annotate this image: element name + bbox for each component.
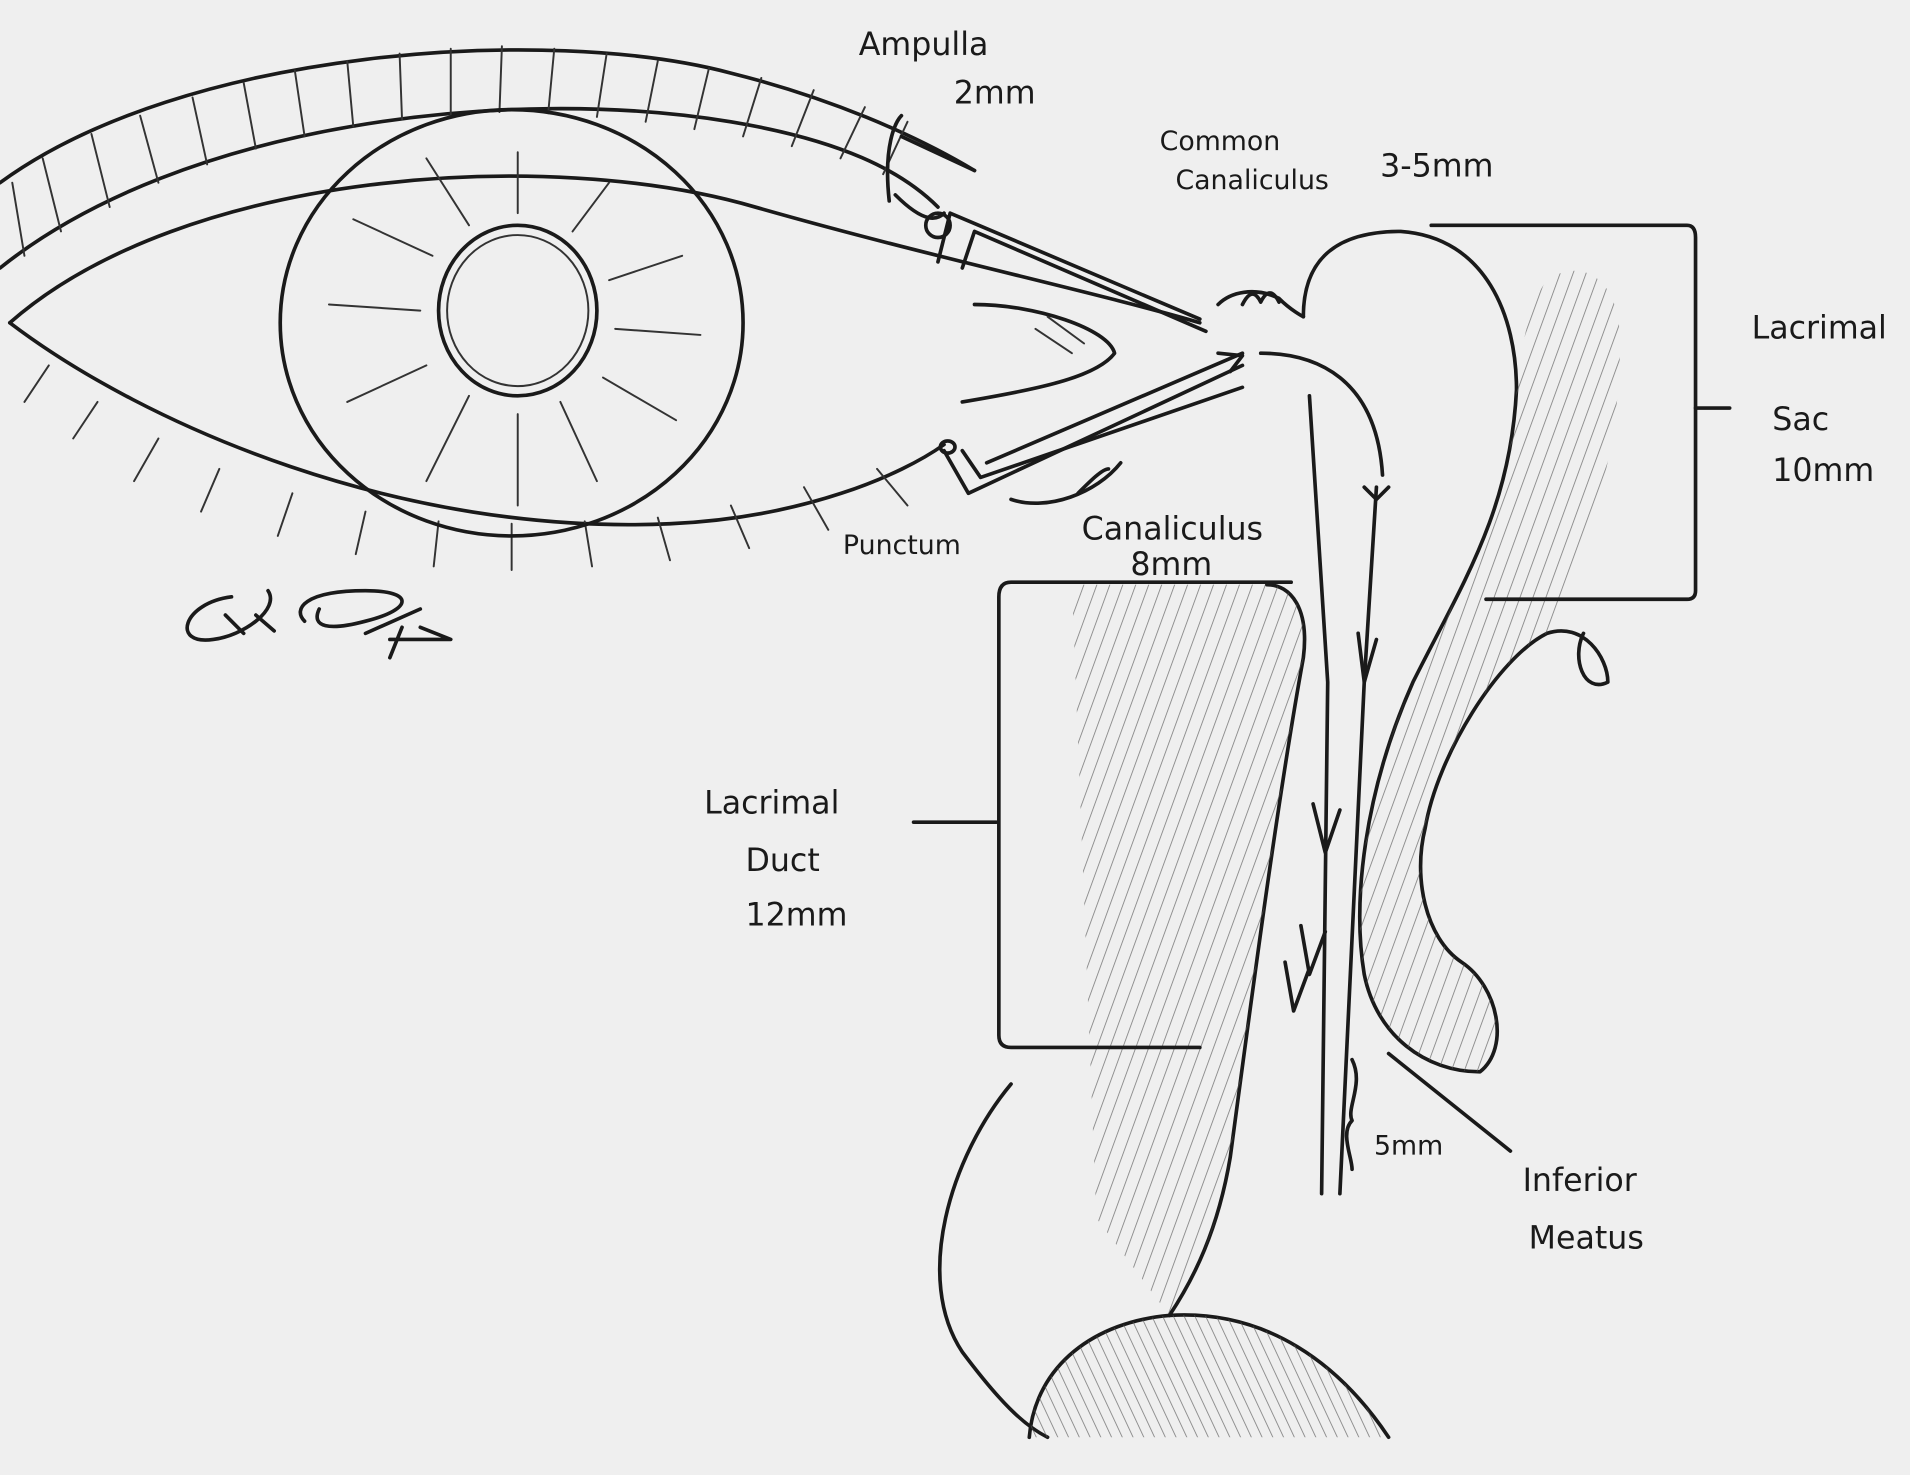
label-inferior-meatus-line2: Meatus [1529, 1220, 1644, 1256]
label-lacrimal-sac-size: 10mm [1772, 453, 1874, 489]
artist-signature [185, 588, 453, 660]
label-punctum: Punctum [843, 530, 961, 561]
label-canaliculus-size: 8mm [1130, 547, 1212, 583]
label-inferior-meatus-line1: Inferior [1523, 1163, 1638, 1199]
label-gap-size: 5mm [1374, 1131, 1443, 1162]
label-lacrimal-duct-line1: Lacrimal [704, 786, 839, 822]
label-lacrimal-sac-line1: Lacrimal [1752, 311, 1887, 347]
label-common-canaliculus: Canaliculus [1175, 165, 1328, 196]
labels: Ampulla 2mm Common Canaliculus 3-5mm Lac… [704, 27, 1887, 1257]
label-ampulla: Ampulla [859, 27, 989, 63]
canaliculi-drawing [923, 211, 1391, 505]
label-lacrimal-sac-line2: Sac [1772, 402, 1829, 438]
eye-drawing [0, 45, 1202, 571]
label-ampulla-size: 2mm [954, 76, 1036, 112]
label-lacrimal-duct-size: 12mm [746, 898, 848, 934]
lacrimal-sac-and-duct-drawing [937, 229, 1621, 1440]
label-common-canaliculus-size: 3-5mm [1380, 149, 1493, 185]
bracket-boxes [885, 113, 1732, 1172]
label-lacrimal-duct-line2: Duct [746, 843, 820, 879]
label-common: Common [1160, 126, 1281, 157]
label-canaliculus: Canaliculus [1082, 512, 1263, 548]
